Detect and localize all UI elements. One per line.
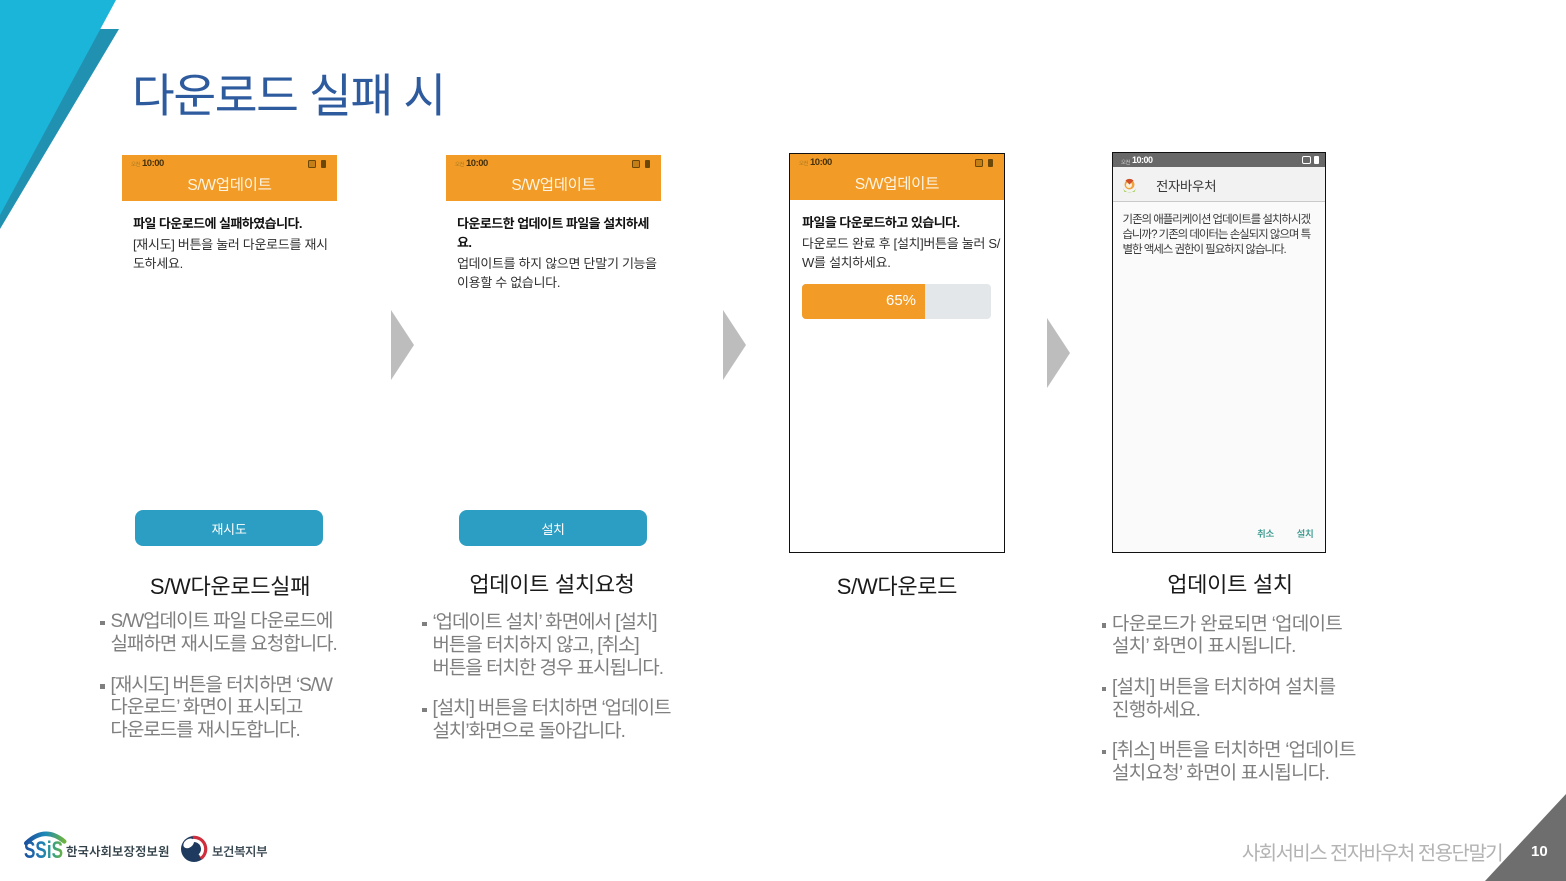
svg-text:SSiS: SSiS (24, 837, 63, 862)
